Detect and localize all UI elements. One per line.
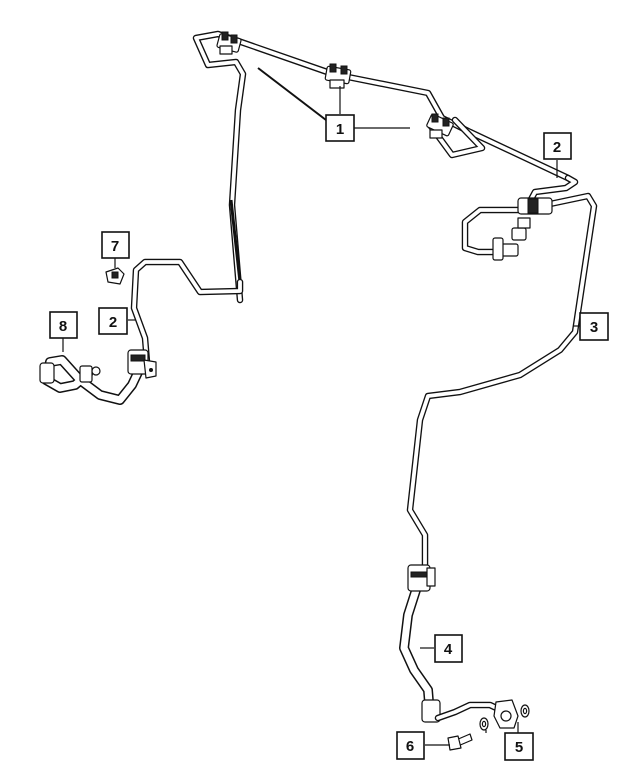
callout-2-right: 2: [543, 132, 572, 160]
callout-6: 6: [396, 731, 425, 760]
callout-2-right-label: 2: [553, 139, 561, 156]
callout-5: 5: [504, 732, 534, 761]
callout-1: 1: [325, 114, 355, 142]
callout-4: 4: [434, 634, 463, 663]
brake-tube-rear-left: [130, 30, 572, 366]
tube-clip-3: [426, 113, 454, 139]
banjo-bolt: [447, 733, 473, 751]
callout-5-label: 5: [515, 739, 523, 756]
tube-clip-1: [216, 31, 242, 55]
callout-6-label: 6: [406, 738, 414, 755]
brake-hose-right: [399, 564, 519, 729]
leader-lines: [62, 67, 580, 746]
banjo-washers: [479, 704, 530, 731]
callout-8: 8: [49, 311, 78, 339]
callout-4-label: 4: [444, 641, 453, 658]
callout-7: 7: [101, 231, 130, 259]
callout-1-label: 1: [336, 121, 344, 138]
tube-loop-right-clip: [426, 116, 486, 159]
tube-junction-fitting: [492, 197, 553, 261]
brake-tube-right: [406, 174, 598, 569]
callout-3-label: 3: [590, 319, 598, 336]
tube-clip-2: [324, 63, 352, 89]
brake-hose-rear-left: [39, 349, 157, 405]
callout-2-left-label: 2: [109, 314, 117, 331]
callout-7-label: 7: [111, 238, 119, 255]
callout-8-label: 8: [59, 318, 67, 335]
callout-3: 3: [579, 312, 609, 341]
callout-2-left: 2: [98, 307, 128, 335]
hose-clip-small: [105, 267, 125, 285]
